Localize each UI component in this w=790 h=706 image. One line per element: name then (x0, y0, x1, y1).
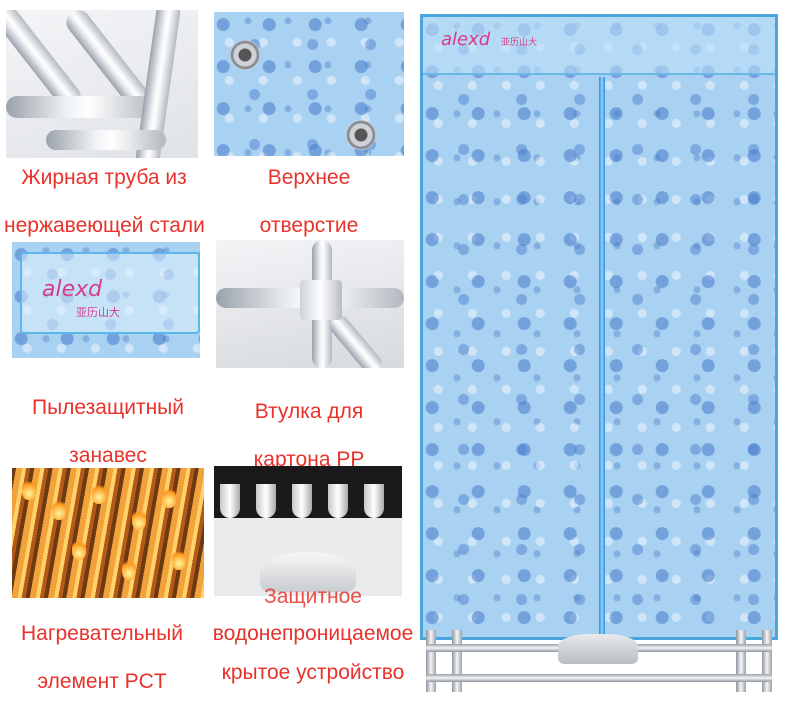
caption-line: отверстие (259, 214, 359, 237)
pp-bushing-icon (300, 280, 342, 320)
caption-line: картона PP (253, 448, 365, 471)
ptc-heater-image (12, 468, 204, 598)
brand-logo: alexd (441, 29, 491, 50)
wardrobe-cover: alexd 亚历山大 (420, 14, 778, 640)
caption-line: Защитное (264, 585, 362, 608)
caption-pp-bushing: Втулка для картона PP (214, 388, 404, 484)
caption-line: водонепроницаемое (212, 622, 414, 645)
top-flap: alexd 亚历山大 (423, 17, 775, 75)
pp-bushing-image (216, 240, 404, 368)
stainless-pipe-image (6, 10, 198, 158)
heater-base (558, 634, 638, 664)
ptc-heater-icon (22, 478, 36, 500)
dust-curtain-image: alexd 亚历山大 (12, 242, 200, 358)
brand-logo: alexd (42, 277, 103, 302)
caption-line: нержавеющей стали (4, 214, 205, 237)
caption-line: Пылезащитный (31, 396, 184, 419)
caption-pipe: Жирная труба из нержавеющей стали (4, 154, 205, 250)
caption-dust-curtain: Пылезащитный занавес (10, 384, 206, 480)
grommet-hole-icon (230, 40, 260, 70)
zipper (599, 77, 605, 637)
caption-line: Нагревательный (21, 622, 183, 645)
caption-line: Жирная труба из (21, 166, 187, 189)
brand-logo-cn: 亚历山大 (501, 37, 538, 47)
caption-line: Верхнее (267, 166, 351, 189)
wardrobe-dryer-image: alexd 亚历山大 (418, 10, 784, 692)
caption-ptc-heater: Нагревательный элемент PCT (4, 610, 200, 706)
protective-device-icon (260, 552, 356, 592)
grommet-hole-icon (346, 120, 376, 150)
caption-line: Втулка для (254, 400, 364, 423)
protective-device-image (214, 466, 402, 596)
caption-upper-hole: Верхнее отверстие (214, 154, 404, 250)
dust-curtain-icon (20, 252, 200, 334)
caption-line: занавес (69, 444, 147, 467)
caption-protective-device: Защитное водонепроницаемое крытое устрой… (198, 580, 428, 692)
upper-hole-image (214, 12, 404, 156)
wardrobe-frame-legs (418, 630, 784, 692)
caption-line: крытое устройство (221, 661, 405, 684)
caption-line: элемент PCT (37, 670, 167, 693)
brand-logo-cn: 亚历山大 (76, 307, 120, 319)
